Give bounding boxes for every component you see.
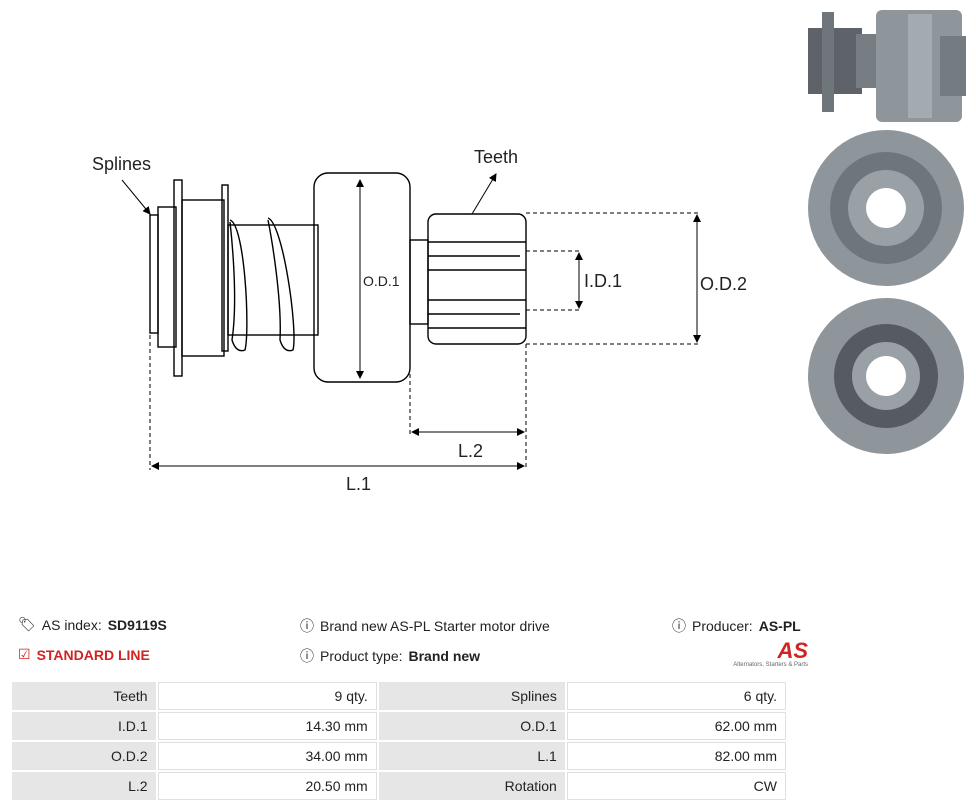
spec-value: 62.00 mm <box>566 712 786 740</box>
spec-label: L.2 <box>12 772 156 800</box>
table-row: L.2 20.50 mm Rotation CW <box>12 772 786 800</box>
logo-mark: AS <box>777 638 808 663</box>
standard-line-label: STANDARD LINE <box>36 646 150 663</box>
specs-table: Teeth 9 qty. Splines 6 qty. I.D.1 14.30 … <box>10 680 788 802</box>
standard-line: ☑ STANDARD LINE <box>18 646 150 663</box>
producer-value: AS-PL <box>758 618 801 634</box>
spec-value: 9 qty. <box>157 682 377 710</box>
as-index-value: SD9119S <box>107 616 167 633</box>
info-icon: ⓘ <box>300 618 314 634</box>
producer: ⓘ Producer: AS-PL <box>672 616 801 636</box>
product-type: ⓘ Product type: Brand new <box>300 646 480 666</box>
product-info: 🏷 AS index: SD9119S ☑ STANDARD LINE ⓘ Br… <box>18 610 808 670</box>
spec-value: CW <box>566 772 786 800</box>
info-icon: ⓘ <box>300 648 314 664</box>
check-square-icon: ☑ <box>18 646 31 662</box>
spec-value: 6 qty. <box>566 682 786 710</box>
product-type-value: Brand new <box>408 648 481 664</box>
tag-icon: 🏷 <box>18 616 36 632</box>
producer-label: Producer: <box>692 618 753 634</box>
label-teeth: Teeth <box>474 147 518 167</box>
product-photos <box>808 10 966 454</box>
label-l1: L.1 <box>346 474 371 494</box>
photo-front-view <box>808 130 964 286</box>
spec-value: 82.00 mm <box>566 742 786 770</box>
label-od1: O.D.1 <box>363 273 400 289</box>
label-od2: O.D.2 <box>700 274 747 294</box>
info-icon: ⓘ <box>672 618 686 634</box>
as-index-label: AS index: <box>41 616 102 633</box>
spec-value: 20.50 mm <box>157 772 377 800</box>
label-l2: L.2 <box>458 441 483 461</box>
spec-label: Rotation <box>378 772 565 800</box>
spec-label: I.D.1 <box>12 712 156 740</box>
description: ⓘ Brand new AS-PL Starter motor drive <box>300 616 550 636</box>
spec-value: 14.30 mm <box>157 712 377 740</box>
logo-tagline: Alternators, Starters & Parts <box>733 662 808 668</box>
table-row: I.D.1 14.30 mm O.D.1 62.00 mm <box>12 712 786 740</box>
photo-side-view <box>808 10 966 122</box>
spec-label: O.D.2 <box>12 742 156 770</box>
photo-back-view <box>808 298 964 454</box>
spec-label: Teeth <box>12 682 156 710</box>
product-type-label: Product type: <box>320 648 403 664</box>
label-splines: Splines <box>92 154 151 174</box>
technical-diagram: Splines Teeth O.D.1 I.D.1 O.D.2 L.2 L.1 <box>92 147 747 494</box>
brand-logo: AS Alternators, Starters & Parts <box>718 640 808 674</box>
table-row: Teeth 9 qty. Splines 6 qty. <box>12 682 786 710</box>
spec-label: Splines <box>378 682 565 710</box>
spec-label: L.1 <box>378 742 565 770</box>
table-row: O.D.2 34.00 mm L.1 82.00 mm <box>12 742 786 770</box>
spec-value: 34.00 mm <box>157 742 377 770</box>
label-id1: I.D.1 <box>584 271 622 291</box>
description-text: Brand new AS-PL Starter motor drive <box>320 618 550 634</box>
spec-label: O.D.1 <box>378 712 565 740</box>
as-index: 🏷 AS index: SD9119S <box>18 616 167 633</box>
